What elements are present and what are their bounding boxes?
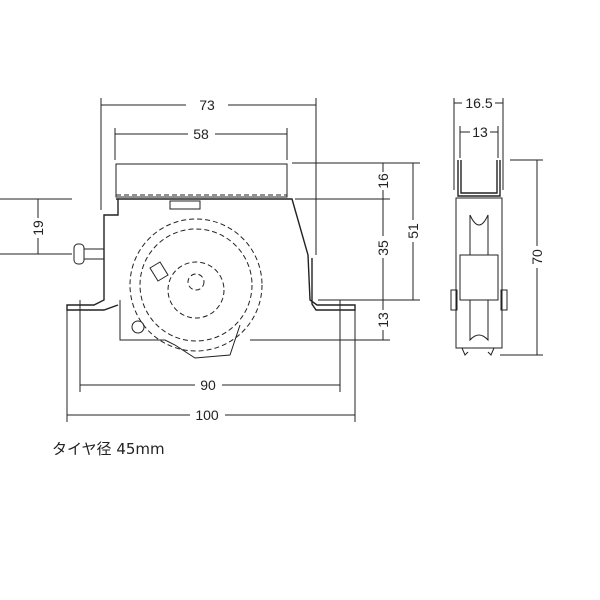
side-top-channel <box>457 160 501 197</box>
dim-bottom-height: 13 <box>375 312 391 328</box>
side-view: 16.5 13 70 <box>450 95 545 356</box>
main-body <box>66 198 356 311</box>
dim-flange-width: 100 <box>195 407 219 423</box>
dim-top-height: 16 <box>375 173 391 189</box>
bracket-tab <box>149 261 169 282</box>
tire-outer <box>129 218 263 352</box>
dim-side-inner-width: 13 <box>472 124 488 140</box>
body-outline-bottom <box>119 300 241 359</box>
front-view: 73 58 16 35 13 51 19 90 <box>0 97 421 423</box>
dim-middle-height: 35 <box>375 240 391 256</box>
side-wheel-bottom <box>469 300 489 342</box>
tire-diameter-note: タイヤ径 45mm <box>52 440 165 458</box>
rivet <box>131 320 145 334</box>
dim-screw-height: 19 <box>30 220 46 236</box>
dim-hole-pitch: 90 <box>200 377 216 393</box>
side-wheel-top <box>469 214 489 255</box>
dim-top-width: 58 <box>193 126 209 142</box>
dim-side-height: 70 <box>529 249 545 265</box>
side-body <box>455 197 503 349</box>
adjust-screw-icon <box>73 243 104 265</box>
top-housing <box>115 163 288 198</box>
dim-overall-width: 73 <box>199 97 215 113</box>
axle <box>187 273 205 291</box>
tire-inner <box>139 228 253 342</box>
dim-side-outer-width: 16.5 <box>465 95 492 111</box>
bearing <box>167 261 225 319</box>
dim-total-height: 51 <box>405 223 421 239</box>
